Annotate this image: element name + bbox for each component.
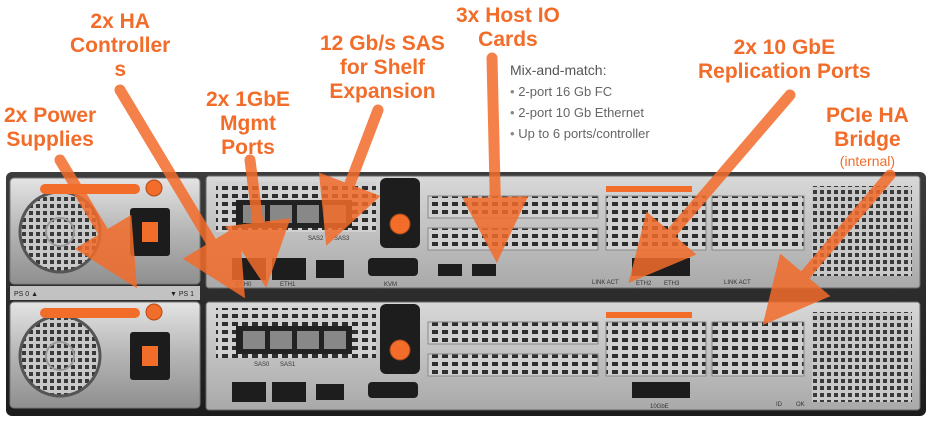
sas-label: SAS2 [308, 236, 324, 242]
mix-item-text: 2-port 16 Gb FC [518, 84, 613, 99]
ok-label: OK [796, 402, 805, 408]
eth0-label: ETH0 [236, 282, 252, 288]
host-io-line1: 3x Host IO [456, 4, 560, 27]
sas-line3: Expansion [329, 80, 436, 103]
tengbe-label: 10GbE [650, 404, 669, 410]
callout-replication-ports: 2x 10 GbE Replication Ports [698, 36, 871, 84]
pcie-line2: Bridge [834, 128, 901, 151]
callout-pcie-ha-bridge: PCIe HA Bridge (internal) [826, 104, 909, 170]
arrow-replication [628, 89, 796, 284]
pcie-line1: PCIe HA [826, 104, 909, 127]
arrow-pcie [762, 169, 896, 326]
psu-handle[interactable] [40, 184, 140, 194]
id-label: ID [776, 402, 783, 408]
host-io-card-slot[interactable] [427, 353, 599, 377]
usb-port[interactable] [316, 260, 344, 278]
host-io-card-slot[interactable] [427, 321, 599, 345]
mgmt-ports-line3: Ports [221, 136, 275, 159]
replication-line1: 2x 10 GbE [733, 36, 836, 59]
ha-controllers-line2: Controller [70, 34, 171, 57]
link-act-label: LINK ACT [724, 280, 751, 286]
callout-ha-controllers: 2x HA Controller s [70, 10, 170, 82]
mgmt-ports-line2: Mgmt [220, 112, 277, 135]
sas-label: SAS0 [254, 362, 270, 368]
callout-power-supplies: 2x Power Supplies [4, 104, 96, 152]
host-io-card-slot[interactable] [605, 321, 707, 377]
ha-controllers-line3: s [114, 58, 127, 81]
psu-handle[interactable] [40, 308, 140, 318]
host-io-card-slot[interactable] [427, 227, 599, 251]
arrow-host-io [462, 52, 529, 263]
mix-item: • Up to 6 ports/controller [510, 126, 650, 141]
replication-port[interactable] [632, 258, 690, 276]
callout-arrows [54, 52, 896, 326]
kvm-port[interactable] [368, 382, 418, 398]
kvm-label: KVM [384, 282, 397, 288]
mgmt-port-eth0[interactable] [232, 382, 266, 402]
kvm-port[interactable] [368, 258, 418, 276]
ha-controllers-line1: 2x HA [90, 10, 150, 33]
thumbscrew-icon[interactable] [145, 179, 163, 197]
replication-port[interactable] [632, 382, 690, 398]
host-io-line2: Cards [478, 28, 538, 51]
eth1-label: ETH1 [280, 282, 296, 288]
mgmt-port-eth0[interactable] [232, 258, 266, 280]
power-supplies-line1: 2x Power [4, 104, 97, 127]
ps0-label: PS 0 ▲ [14, 291, 38, 298]
arrow-sas [318, 104, 384, 246]
release-knob-icon[interactable] [389, 213, 411, 235]
thumbscrew-icon[interactable] [145, 303, 163, 321]
callout-host-io-cards: 3x Host IO Cards [456, 4, 560, 52]
mgmt-ports-line1: 2x 1GbE [206, 88, 291, 111]
power-supplies-line2: Supplies [6, 128, 94, 151]
pcie-sub: (internal) [839, 153, 896, 169]
usb-port[interactable] [316, 384, 344, 400]
release-knob-icon[interactable] [389, 339, 411, 361]
mix-item-text: 2-port 10 Gb Ethernet [518, 105, 644, 120]
mix-item-text: Up to 6 ports/controller [518, 126, 650, 141]
callout-sas-expansion: 12 Gb/s SAS for Shelf Expansion [320, 32, 445, 104]
host-io-card-slot[interactable] [427, 195, 599, 219]
sas-line2: for Shelf [339, 56, 426, 79]
eth2-label: ETH2 [636, 281, 652, 287]
link-act-label: LINK ACT [592, 280, 619, 286]
mgmt-port-eth1[interactable] [272, 382, 306, 402]
callout-mgmt-ports: 2x 1GbE Mgmt Ports [206, 88, 290, 160]
mix-item: • 2-port 10 Gb Ethernet [510, 105, 644, 120]
sas-label: SAS3 [334, 236, 350, 242]
power-supply-1 [9, 301, 201, 409]
replication-line2: Replication Ports [698, 60, 871, 83]
fan-icon [18, 314, 102, 398]
arrow-mgmt-ports [225, 154, 291, 288]
mgmt-port-eth1[interactable] [272, 258, 306, 280]
mix-item: • 2-port 16 Gb FC [510, 84, 613, 99]
psu-divider [10, 286, 200, 300]
sas-line1: 12 Gb/s SAS [320, 32, 445, 55]
controller-b: SAS0 SAS1 10GbE ID OK [205, 301, 921, 411]
sas-label: SAS1 [280, 362, 296, 368]
mix-heading: Mix-and-match: [510, 62, 607, 78]
mix-and-match-list: Mix-and-match: • 2-port 16 Gb FC • 2-por… [510, 60, 650, 144]
arrow-power-supplies [54, 154, 137, 289]
eth3-label: ETH3 [664, 281, 680, 287]
ps1-label: ▼ PS 1 [170, 291, 194, 298]
arrow-ha-controllers [114, 84, 245, 299]
